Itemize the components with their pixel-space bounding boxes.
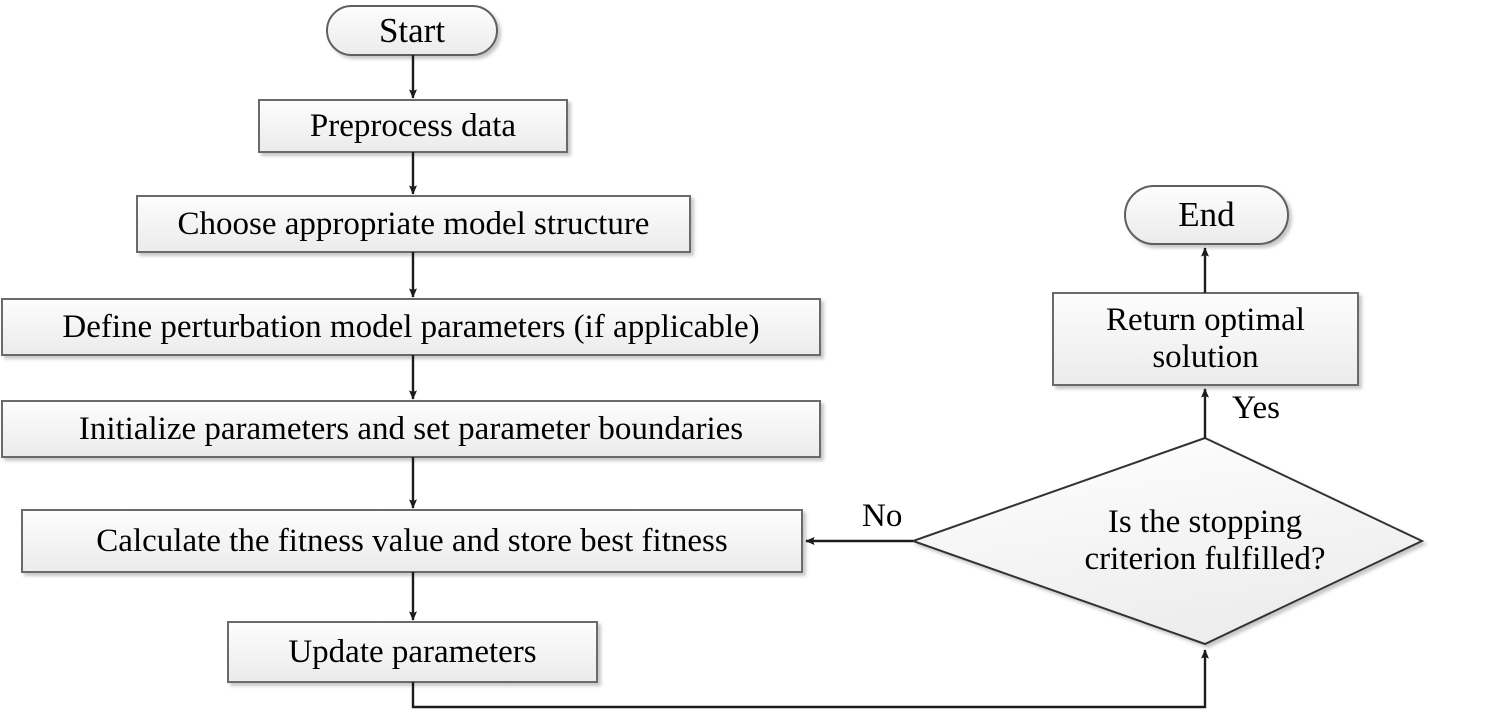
node-calculate-shape[interactable]	[21, 509, 803, 573]
node-preprocess-shape[interactable]	[258, 99, 568, 153]
node-end-shape[interactable]	[1124, 185, 1289, 245]
node-update-shape[interactable]	[227, 621, 598, 683]
node-choose-shape[interactable]	[136, 195, 691, 253]
node-decision-shape[interactable]	[909, 436, 1425, 646]
node-start-shape[interactable]	[326, 5, 498, 56]
node-define-shape[interactable]	[1, 298, 821, 356]
node-return-shape[interactable]	[1052, 292, 1359, 386]
edge-update-to-decision	[411, 649, 1209, 709]
node-initialize-shape[interactable]	[1, 400, 821, 458]
